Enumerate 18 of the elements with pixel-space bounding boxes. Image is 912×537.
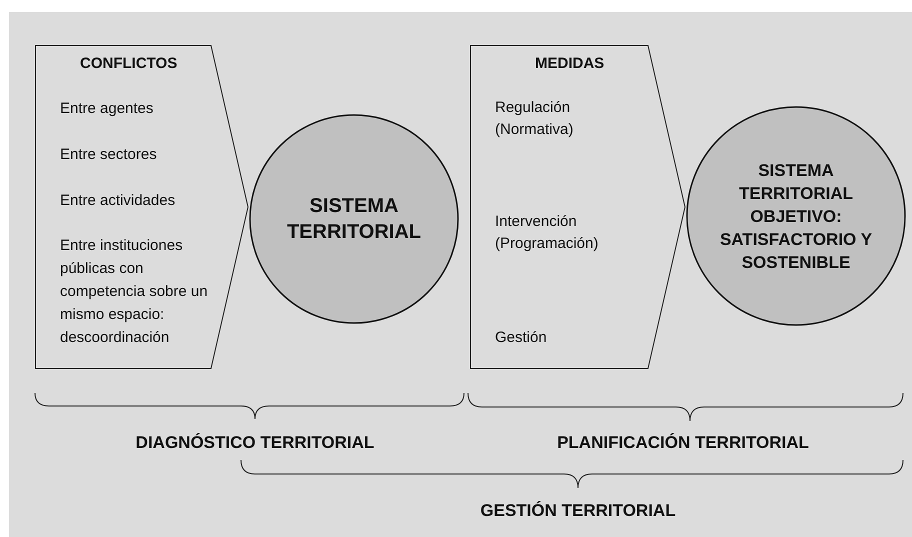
list-item: Entre instituciones públicas con competencia sobre un mismo espacio: descoordinación (60, 236, 209, 348)
list-item: Entre agentes (60, 99, 154, 119)
pentagon-arrow-box (470, 45, 685, 369)
list-item: Intervención (Programación) (495, 212, 600, 254)
circle (249, 114, 459, 324)
phase-label: PLANIFICACIÓN TERRITORIAL (557, 433, 809, 453)
phase-label: DIAGNÓSTICO TERRITORIAL (136, 433, 374, 453)
circle (686, 106, 906, 326)
circle-label: SISTEMA TERRITORIAL (286, 194, 422, 245)
heading: MEDIDAS (535, 54, 604, 74)
heading: CONFLICTOS (80, 54, 178, 74)
list-item: Entre actividades (60, 191, 176, 211)
list-item: Gestión (495, 328, 547, 348)
pentagon-arrow-box (35, 45, 248, 369)
list-item: Entre sectores (60, 145, 157, 165)
circle-label: SISTEMA TERRITORIAL OBJETIVO: SATISFACTORIO Y SOSTENIBLE (718, 160, 874, 274)
list-item: Regulación (Normativa) (495, 98, 574, 140)
phase-label: GESTIÓN TERRITORIAL (480, 501, 676, 521)
